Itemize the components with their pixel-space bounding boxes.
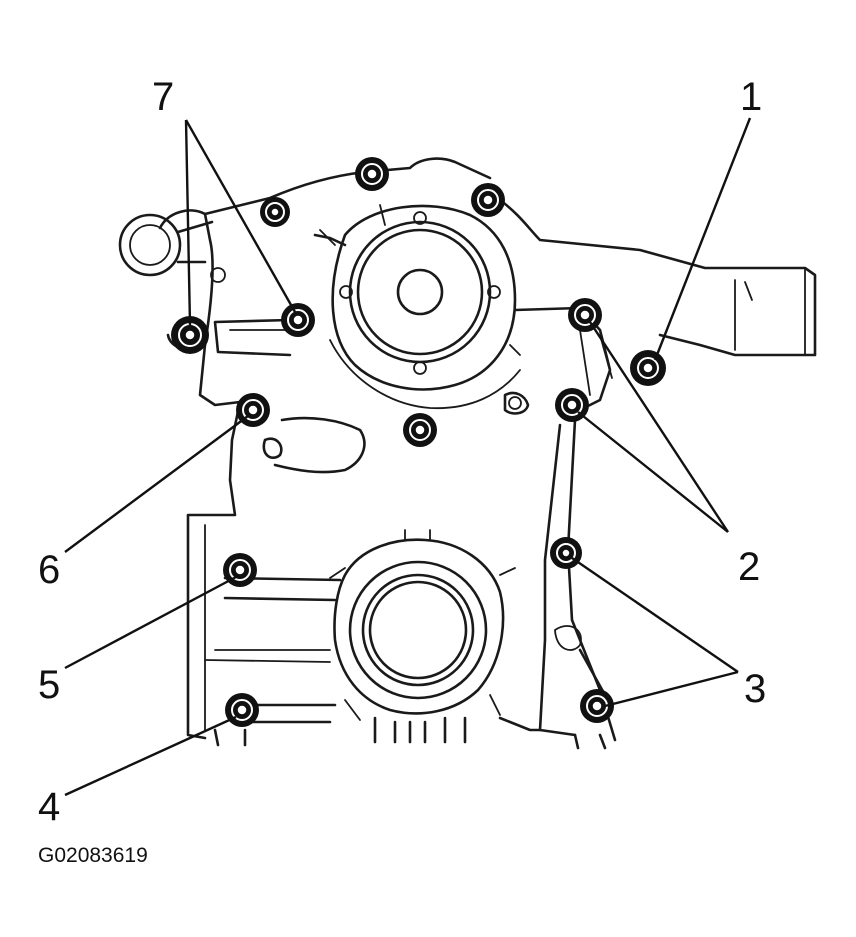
leader-lines xyxy=(64,117,752,797)
leader-line-7b xyxy=(184,119,297,313)
bolt xyxy=(171,316,209,354)
bolt xyxy=(260,197,290,227)
leader-line-3a xyxy=(571,557,739,673)
callout-3: 3 xyxy=(744,667,766,711)
bolt xyxy=(403,413,437,447)
callout-labels: 1 2 3 4 5 6 7 xyxy=(38,75,766,829)
callout-7: 7 xyxy=(152,75,174,119)
leader-line-2b xyxy=(577,411,729,533)
leader-line-2a xyxy=(588,321,730,533)
figure-id: G02083619 xyxy=(38,844,148,867)
bolt xyxy=(630,350,666,386)
bolt xyxy=(550,537,582,569)
callout-1: 1 xyxy=(740,75,762,119)
front-cover-outline xyxy=(118,157,817,750)
bolt xyxy=(355,157,389,191)
leader-line-7a xyxy=(184,119,192,326)
leader-line-1 xyxy=(653,117,752,361)
callout-2: 2 xyxy=(738,545,760,589)
callout-6: 6 xyxy=(38,548,60,592)
leader-line-5 xyxy=(64,575,237,670)
leader-line-6 xyxy=(64,415,249,553)
bolts xyxy=(171,157,666,727)
bolt xyxy=(225,693,259,727)
leader-line-3b xyxy=(604,670,739,708)
callout-4: 4 xyxy=(38,785,60,829)
bolt xyxy=(281,303,315,337)
bolt xyxy=(568,298,602,332)
water-pump xyxy=(329,204,521,410)
callout-5: 5 xyxy=(38,663,60,707)
leader-line-4 xyxy=(64,715,237,797)
bolt xyxy=(471,183,505,217)
crankshaft-seal-housing xyxy=(329,529,516,721)
